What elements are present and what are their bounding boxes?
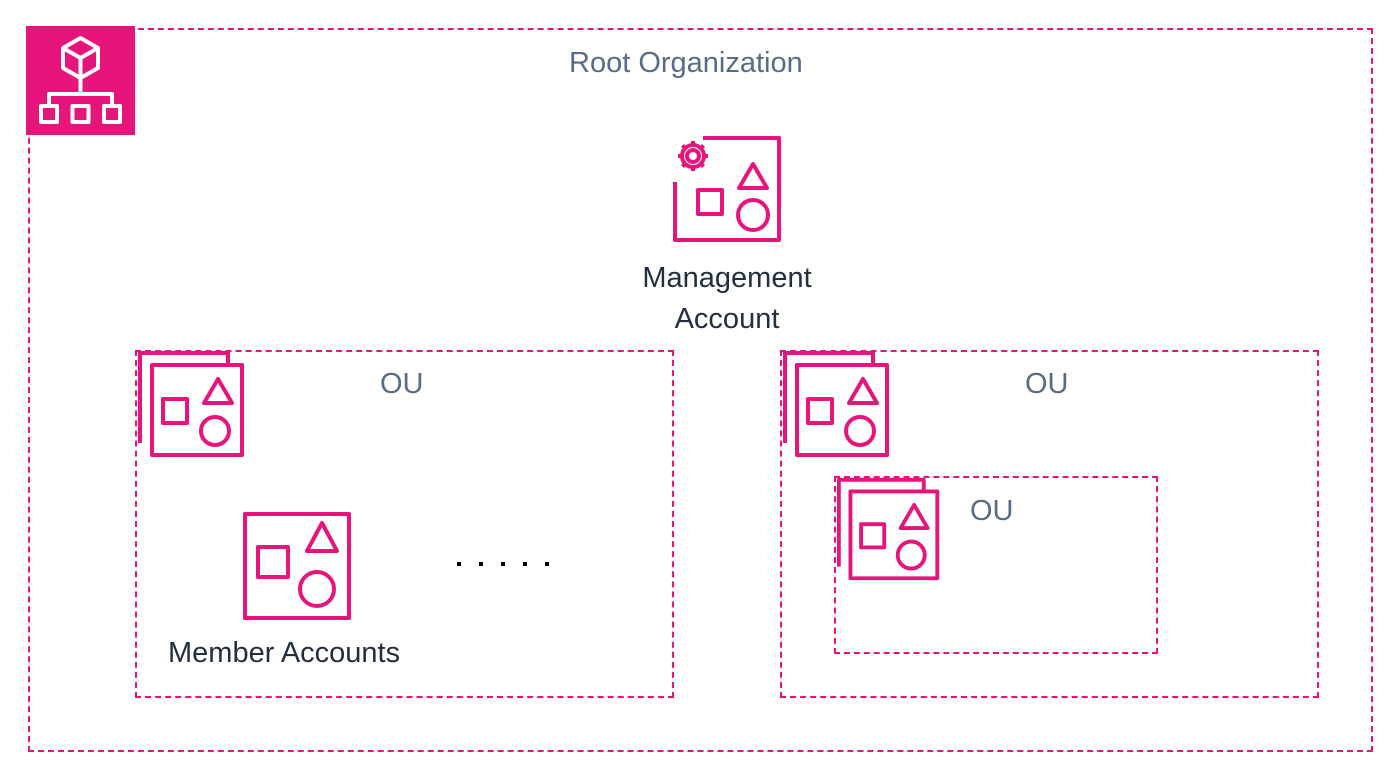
ou-left-container xyxy=(135,350,674,698)
ou-right-label: OU xyxy=(1025,368,1069,400)
ou-left-label: OU xyxy=(380,368,424,400)
ou-right-container xyxy=(780,350,1319,698)
root-organization-title: Root Organization xyxy=(569,47,803,79)
account-icon xyxy=(242,511,352,621)
ellipsis xyxy=(454,552,554,576)
organizational-unit-icon xyxy=(136,349,250,461)
ou-nested-label: OU xyxy=(970,495,1014,527)
ou-nested-container xyxy=(834,476,1158,654)
organizations-icon xyxy=(26,26,135,135)
management-account-icon xyxy=(669,134,783,244)
organizational-unit-icon xyxy=(781,349,895,461)
organizational-unit-icon xyxy=(835,475,945,585)
management-account-label: Management Account xyxy=(642,262,812,335)
member-accounts-label: Member Accounts xyxy=(168,637,401,669)
root-organization-container xyxy=(28,28,1373,752)
